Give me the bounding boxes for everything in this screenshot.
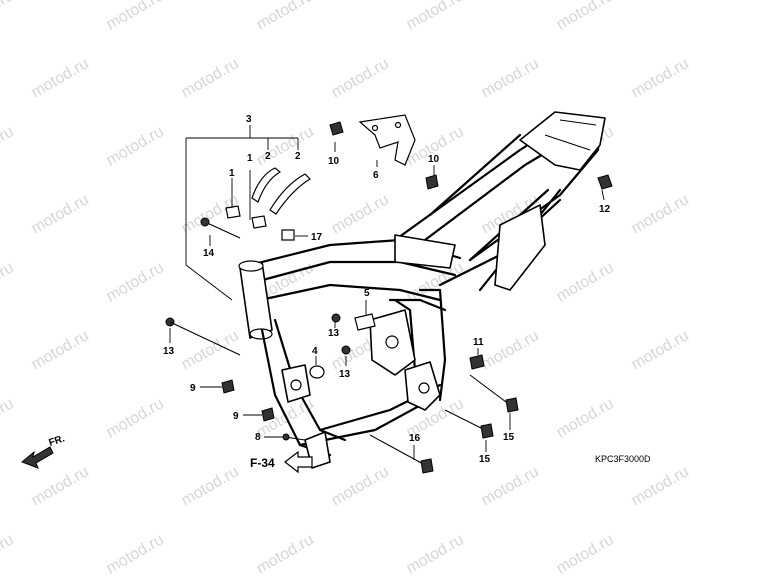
nut-9a xyxy=(221,379,235,394)
watermark-text: motod.ru xyxy=(479,463,542,509)
watermark-text: motod.ru xyxy=(629,55,692,101)
bolt-14 xyxy=(204,221,241,239)
callout-6: 6 xyxy=(373,170,379,181)
watermark-text: motod.ru xyxy=(104,0,167,33)
watermark-text: motod.ru xyxy=(0,531,17,576)
collar-4 xyxy=(309,365,325,379)
callout-1a: 1 xyxy=(229,168,235,179)
watermark-text: motod.ru xyxy=(554,531,617,576)
callout-14: 14 xyxy=(203,248,215,259)
watermark-text: motod.ru xyxy=(629,463,692,509)
callout-8: 8 xyxy=(255,432,261,443)
labels: 3 1 1 2 2 10 6 10 12 17 14 5 13 11 4 13 … xyxy=(48,114,652,470)
watermark-text: motod.ru xyxy=(0,123,17,169)
strip-2b xyxy=(269,173,311,215)
watermark-text: motod.ru xyxy=(404,531,467,576)
bolt-10a xyxy=(329,121,344,136)
watermark-text: motod.ru xyxy=(104,123,167,169)
watermark-text: motod.ru xyxy=(29,55,92,101)
direction-label: FR. xyxy=(48,433,67,449)
watermark-text: motod.ru xyxy=(554,259,617,305)
watermark-text: motod.ru xyxy=(254,123,317,169)
watermark-layer: motod.ru motod.ru motod.ru motod.ru motod.ru… xyxy=(0,0,692,576)
diagram-code: KPC3F3000D xyxy=(595,454,651,464)
watermark-text: motod.ru xyxy=(329,191,392,237)
nut-9b xyxy=(261,407,275,422)
bolt-15a xyxy=(469,374,511,406)
watermark-text: motod.ru xyxy=(104,395,167,441)
leader-lines xyxy=(169,125,605,460)
direction-arrow xyxy=(21,446,54,469)
cap-1b xyxy=(251,215,267,229)
watermark-text: motod.ru xyxy=(0,395,17,441)
watermark-text: motod.ru xyxy=(179,55,242,101)
callout-9b: 9 xyxy=(233,411,239,422)
cap-17 xyxy=(281,229,295,241)
callout-5: 5 xyxy=(364,288,370,299)
small-parts xyxy=(21,114,613,474)
watermark-text: motod.ru xyxy=(479,327,542,373)
watermark-text: motod.ru xyxy=(254,531,317,576)
watermark-text: motod.ru xyxy=(554,395,617,441)
watermark-text: motod.ru xyxy=(29,191,92,237)
watermark-text: motod.ru xyxy=(629,327,692,373)
callout-2a: 2 xyxy=(265,151,271,162)
watermark-text: motod.ru xyxy=(404,0,467,33)
bolt-16 xyxy=(369,434,426,466)
callout-17: 17 xyxy=(311,232,323,243)
callout-4: 4 xyxy=(312,346,318,357)
page-ref: F-34 xyxy=(250,456,275,470)
nut-11 xyxy=(469,354,485,370)
callout-9a: 9 xyxy=(190,383,196,394)
callout-13a: 13 xyxy=(328,328,340,339)
callout-15b: 15 xyxy=(479,454,491,465)
bracket-6 xyxy=(358,114,416,166)
watermark-text: motod.ru xyxy=(254,0,317,33)
watermark-text: motod.ru xyxy=(179,463,242,509)
strip-2a xyxy=(251,167,282,203)
bolt-13b xyxy=(331,313,341,323)
callout-11: 11 xyxy=(473,337,484,348)
watermark-text: motod.ru xyxy=(0,259,17,305)
callout-1b: 1 xyxy=(247,153,253,164)
callout-12: 12 xyxy=(599,204,611,215)
callout-15a: 15 xyxy=(503,432,515,443)
callout-10a: 10 xyxy=(328,156,340,167)
bolt-10b xyxy=(425,174,439,190)
callout-13b: 13 xyxy=(163,346,175,357)
page-ref-arrow xyxy=(284,450,313,474)
frame-body xyxy=(238,111,606,469)
callout-2b: 2 xyxy=(295,151,301,162)
callout-10b: 10 xyxy=(428,154,440,165)
cap-1a xyxy=(225,205,241,219)
watermark-text: motod.ru xyxy=(29,463,92,509)
nut-12 xyxy=(597,174,613,190)
watermark-text: motod.ru xyxy=(179,327,242,373)
callout-13c: 13 xyxy=(339,369,351,380)
bolt-13c xyxy=(341,345,351,355)
callout-16: 16 xyxy=(409,433,421,444)
watermark-text: motod.ru xyxy=(554,0,617,33)
watermark-text: motod.ru xyxy=(104,259,167,305)
watermark-text: motod.ru xyxy=(329,55,392,101)
watermark-text: motod.ru xyxy=(629,191,692,237)
watermark-text: motod.ru xyxy=(479,55,542,101)
watermark-text: motod.ru xyxy=(104,531,167,576)
watermark-text: motod.ru xyxy=(0,0,17,33)
watermark-text: motod.ru xyxy=(29,327,92,373)
callout-3: 3 xyxy=(246,114,252,125)
watermark-text: motod.ru xyxy=(329,463,392,509)
bolt-15b xyxy=(444,409,486,431)
